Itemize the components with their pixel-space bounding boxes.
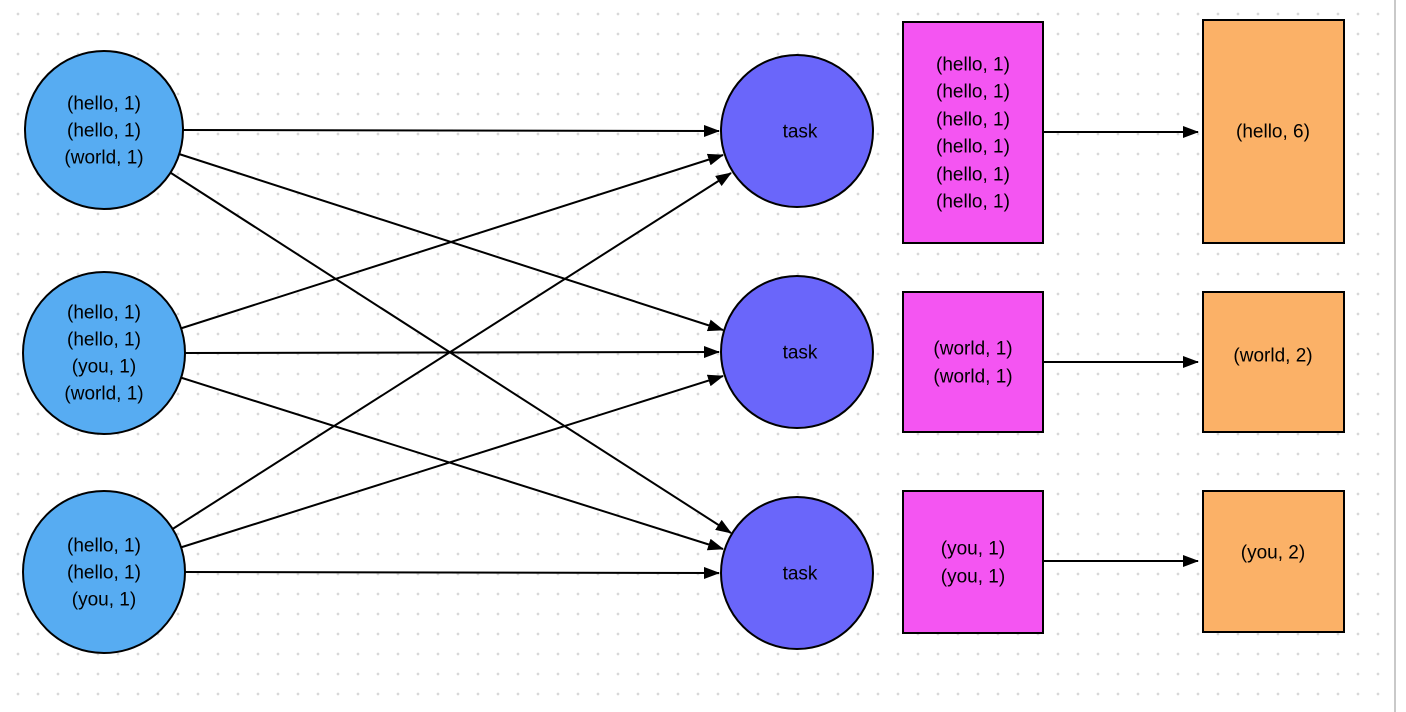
tuple-text: (world, 1) xyxy=(64,148,143,169)
tuple-text: (hello, 1) xyxy=(67,563,141,584)
buffer-rect xyxy=(902,490,1044,634)
buffer-node-3: (you, 1) (you, 1) xyxy=(902,490,1044,634)
result-rect xyxy=(1202,19,1345,244)
mapper-node-3: (hello, 1) (hello, 1) (you, 1) xyxy=(22,490,186,654)
tuple-text: (hello, 1) xyxy=(936,165,1010,186)
result-rect xyxy=(1202,291,1345,433)
buffer-rect xyxy=(902,21,1044,244)
task-label: task xyxy=(783,343,818,364)
task-circle xyxy=(720,275,874,429)
buffer-node-1: (hello, 1) (hello, 1) (hello, 1) (hello,… xyxy=(902,21,1044,244)
task-label: task xyxy=(783,122,818,143)
tuple-text: (world, 1) xyxy=(933,367,1012,388)
mapper-node-2: (hello, 1) (hello, 1) (you, 1) (world, 1… xyxy=(22,271,186,435)
tuple-text: (you, 1) xyxy=(941,539,1005,560)
tuple-text: (hello, 1) xyxy=(936,55,1010,76)
result-node-1: (hello, 6) xyxy=(1202,19,1345,244)
tuple-text: (hello, 1) xyxy=(936,110,1010,131)
tuple-text: (hello, 1) xyxy=(67,303,141,324)
edge-mapper2-task1 xyxy=(178,153,724,330)
tuple-text: (hello, 1) xyxy=(936,82,1010,103)
window-edge xyxy=(1396,0,1406,712)
tuple-text: (you, 1) xyxy=(72,590,136,611)
task-node-2: task xyxy=(720,275,874,429)
tuple-text: (you, 1) xyxy=(72,357,136,378)
mapper-node-1: (hello, 1) (hello, 1) (world, 1) xyxy=(24,50,184,210)
result-label: (world, 2) xyxy=(1233,346,1312,367)
buffer-rect xyxy=(902,291,1044,433)
result-node-2: (world, 2) xyxy=(1202,291,1345,433)
reduce-arrows xyxy=(1043,126,1199,567)
mapper-circle xyxy=(22,490,186,654)
edge-mapper1-task1 xyxy=(182,124,720,137)
mapper-circle xyxy=(24,50,184,210)
mapper-circle xyxy=(22,271,186,435)
edge-mapper3-task1 xyxy=(170,172,732,531)
tuple-text: (hello, 1) xyxy=(67,330,141,351)
result-rect xyxy=(1202,490,1345,633)
task-circle xyxy=(720,54,874,208)
result-node-3: (you, 2) xyxy=(1202,490,1345,633)
tuple-text: (hello, 1) xyxy=(67,94,141,115)
task-label: task xyxy=(783,564,818,585)
tuple-text: (hello, 1) xyxy=(936,192,1010,213)
result-label: (hello, 6) xyxy=(1236,122,1310,143)
edge-mapper3-task3 xyxy=(182,566,720,579)
tuple-text: (world, 1) xyxy=(933,339,1012,360)
tuple-text: (hello, 1) xyxy=(936,137,1010,158)
tuple-text: (world, 1) xyxy=(64,384,143,405)
task-circle xyxy=(720,496,874,650)
edge-mapper3-task2 xyxy=(178,374,724,549)
tuple-text: (you, 1) xyxy=(941,567,1005,588)
task-node-3: task xyxy=(720,496,874,650)
task-node-1: task xyxy=(720,54,874,208)
buffer-node-2: (world, 1) (world, 1) xyxy=(902,291,1044,433)
result-label: (you, 2) xyxy=(1241,543,1305,564)
tuple-text: (hello, 1) xyxy=(67,121,141,142)
tuple-text: (hello, 1) xyxy=(67,536,141,557)
shuffle-arrows xyxy=(170,124,732,579)
